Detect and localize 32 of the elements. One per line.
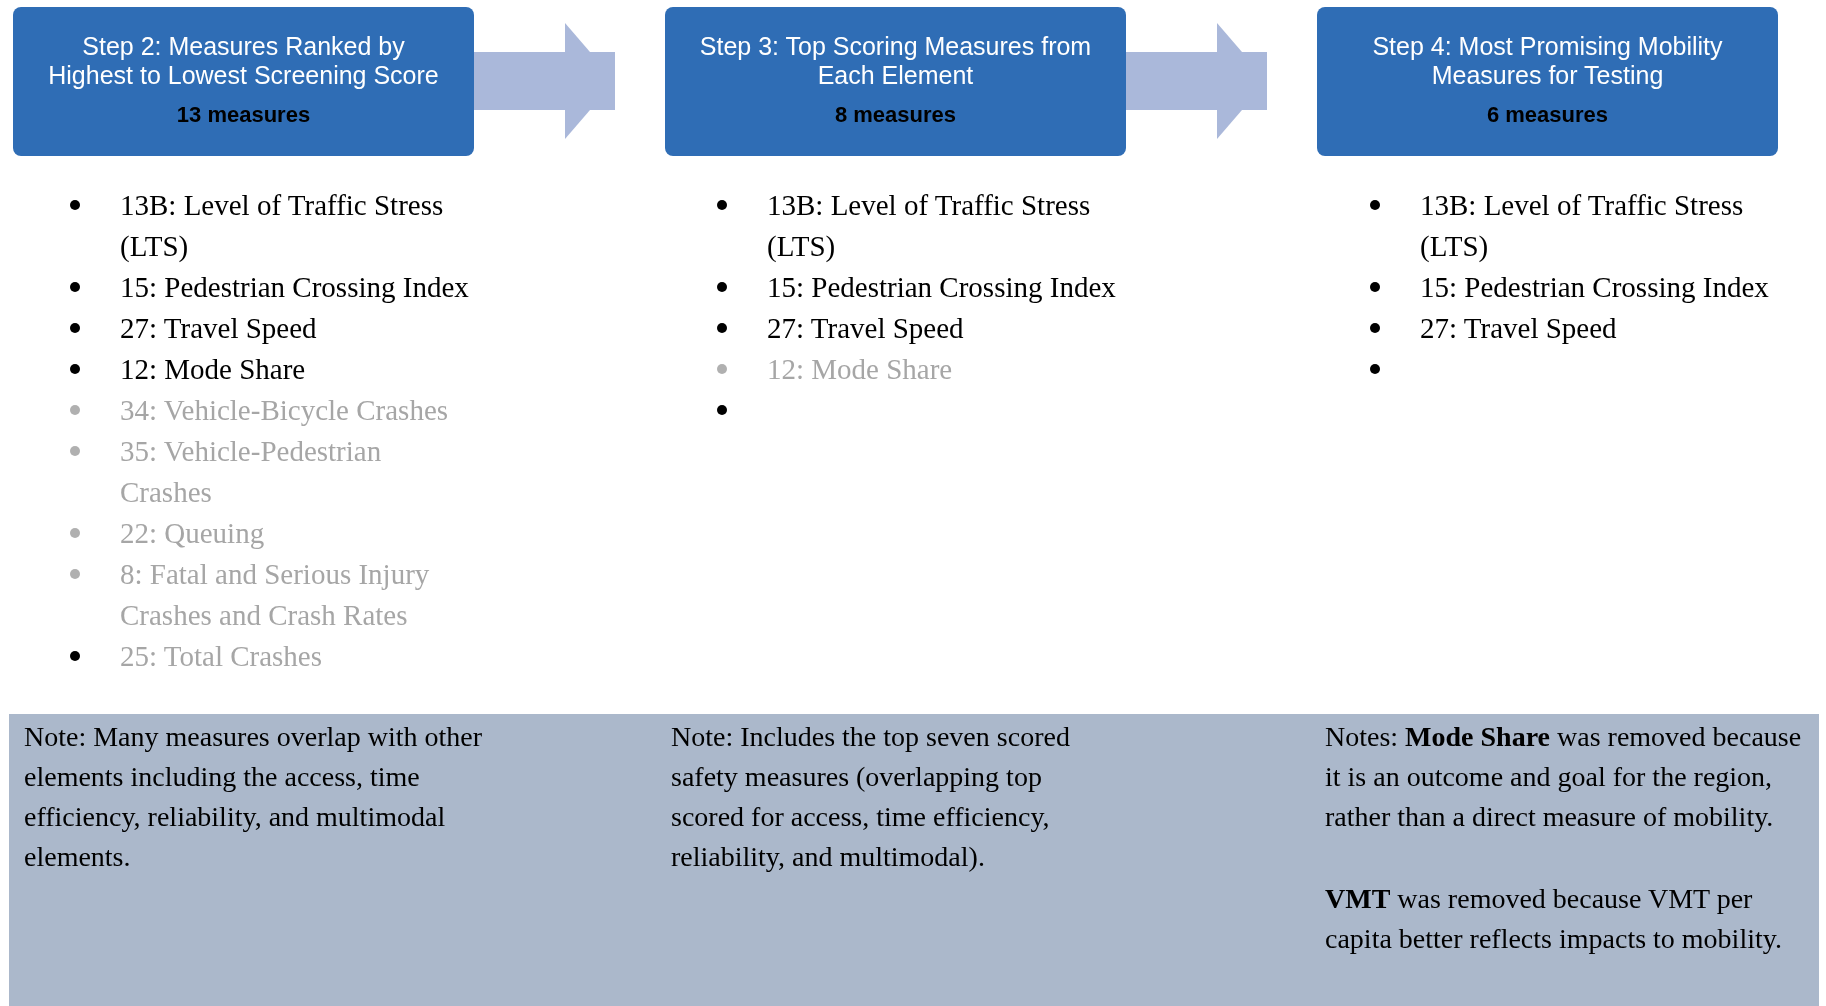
list-item: 15: Pedestrian Crossing Index xyxy=(1420,270,1770,305)
measure-count: 6 measures xyxy=(1486,101,1609,129)
list-item: 34: Vehicle-Bicycle Crashes xyxy=(120,393,450,428)
step-header-box xyxy=(13,7,474,156)
step-title: Step 2: Measures Ranked by Highest to Lowest Screening Score xyxy=(47,32,440,90)
list-item: 13B: Level of Traffic Stress (LTS) xyxy=(767,188,1092,264)
list-item: 13B: Level of Traffic Stress (LTS) xyxy=(120,188,445,264)
block-arrow xyxy=(1126,23,1267,139)
step-header-box xyxy=(1317,7,1778,156)
list-item: 27: Travel Speed xyxy=(1420,311,1618,346)
list-item: 15: Pedestrian Crossing Index xyxy=(120,270,470,305)
note-text: VMT was removed because VMT per capita better reflects impacts to mobility. xyxy=(1325,882,1783,956)
step-title: Step 4: Most Promising Mobility Measures for Testing xyxy=(1371,32,1724,90)
note-text: Note: Includes the top seven scored safety measures (overlapping top scored for access, time efficiency, reliability, and multimodal). xyxy=(671,720,1071,874)
measure-count: 13 measures xyxy=(176,101,311,129)
note-text: Note: Many measures overlap with other elements including the access, time efficiency, reliability, and multimodal elements. xyxy=(24,720,483,874)
list-item: 27: Travel Speed xyxy=(120,311,318,346)
note-text: Notes: Mode Share was removed because it is an outcome and goal for the region, rather than a direct measure of mobility. xyxy=(1325,720,1803,834)
list-item: 12: Mode Share xyxy=(767,352,954,387)
list-item: 15: Pedestrian Crossing Index xyxy=(767,270,1117,305)
list-item: 13B: Level of Traffic Stress (LTS) xyxy=(1420,188,1745,264)
block-arrow xyxy=(474,23,615,139)
list-item: 25: Total Crashes xyxy=(120,639,324,674)
list-item: 8: Fatal and Serious Injury Crashes and Crash Rates xyxy=(120,557,431,633)
list-item: 22: Queuing xyxy=(120,516,266,551)
notes-band xyxy=(9,714,1819,1006)
measure-count: 8 measures xyxy=(834,101,957,129)
step-title: Step 3: Top Scoring Measures from Each Element xyxy=(698,32,1093,90)
step-header-box xyxy=(665,7,1126,156)
list-item: 12: Mode Share xyxy=(120,352,307,387)
list-item: 27: Travel Speed xyxy=(767,311,965,346)
list-item: 35: Vehicle-Pedestrian Crashes xyxy=(120,434,383,510)
